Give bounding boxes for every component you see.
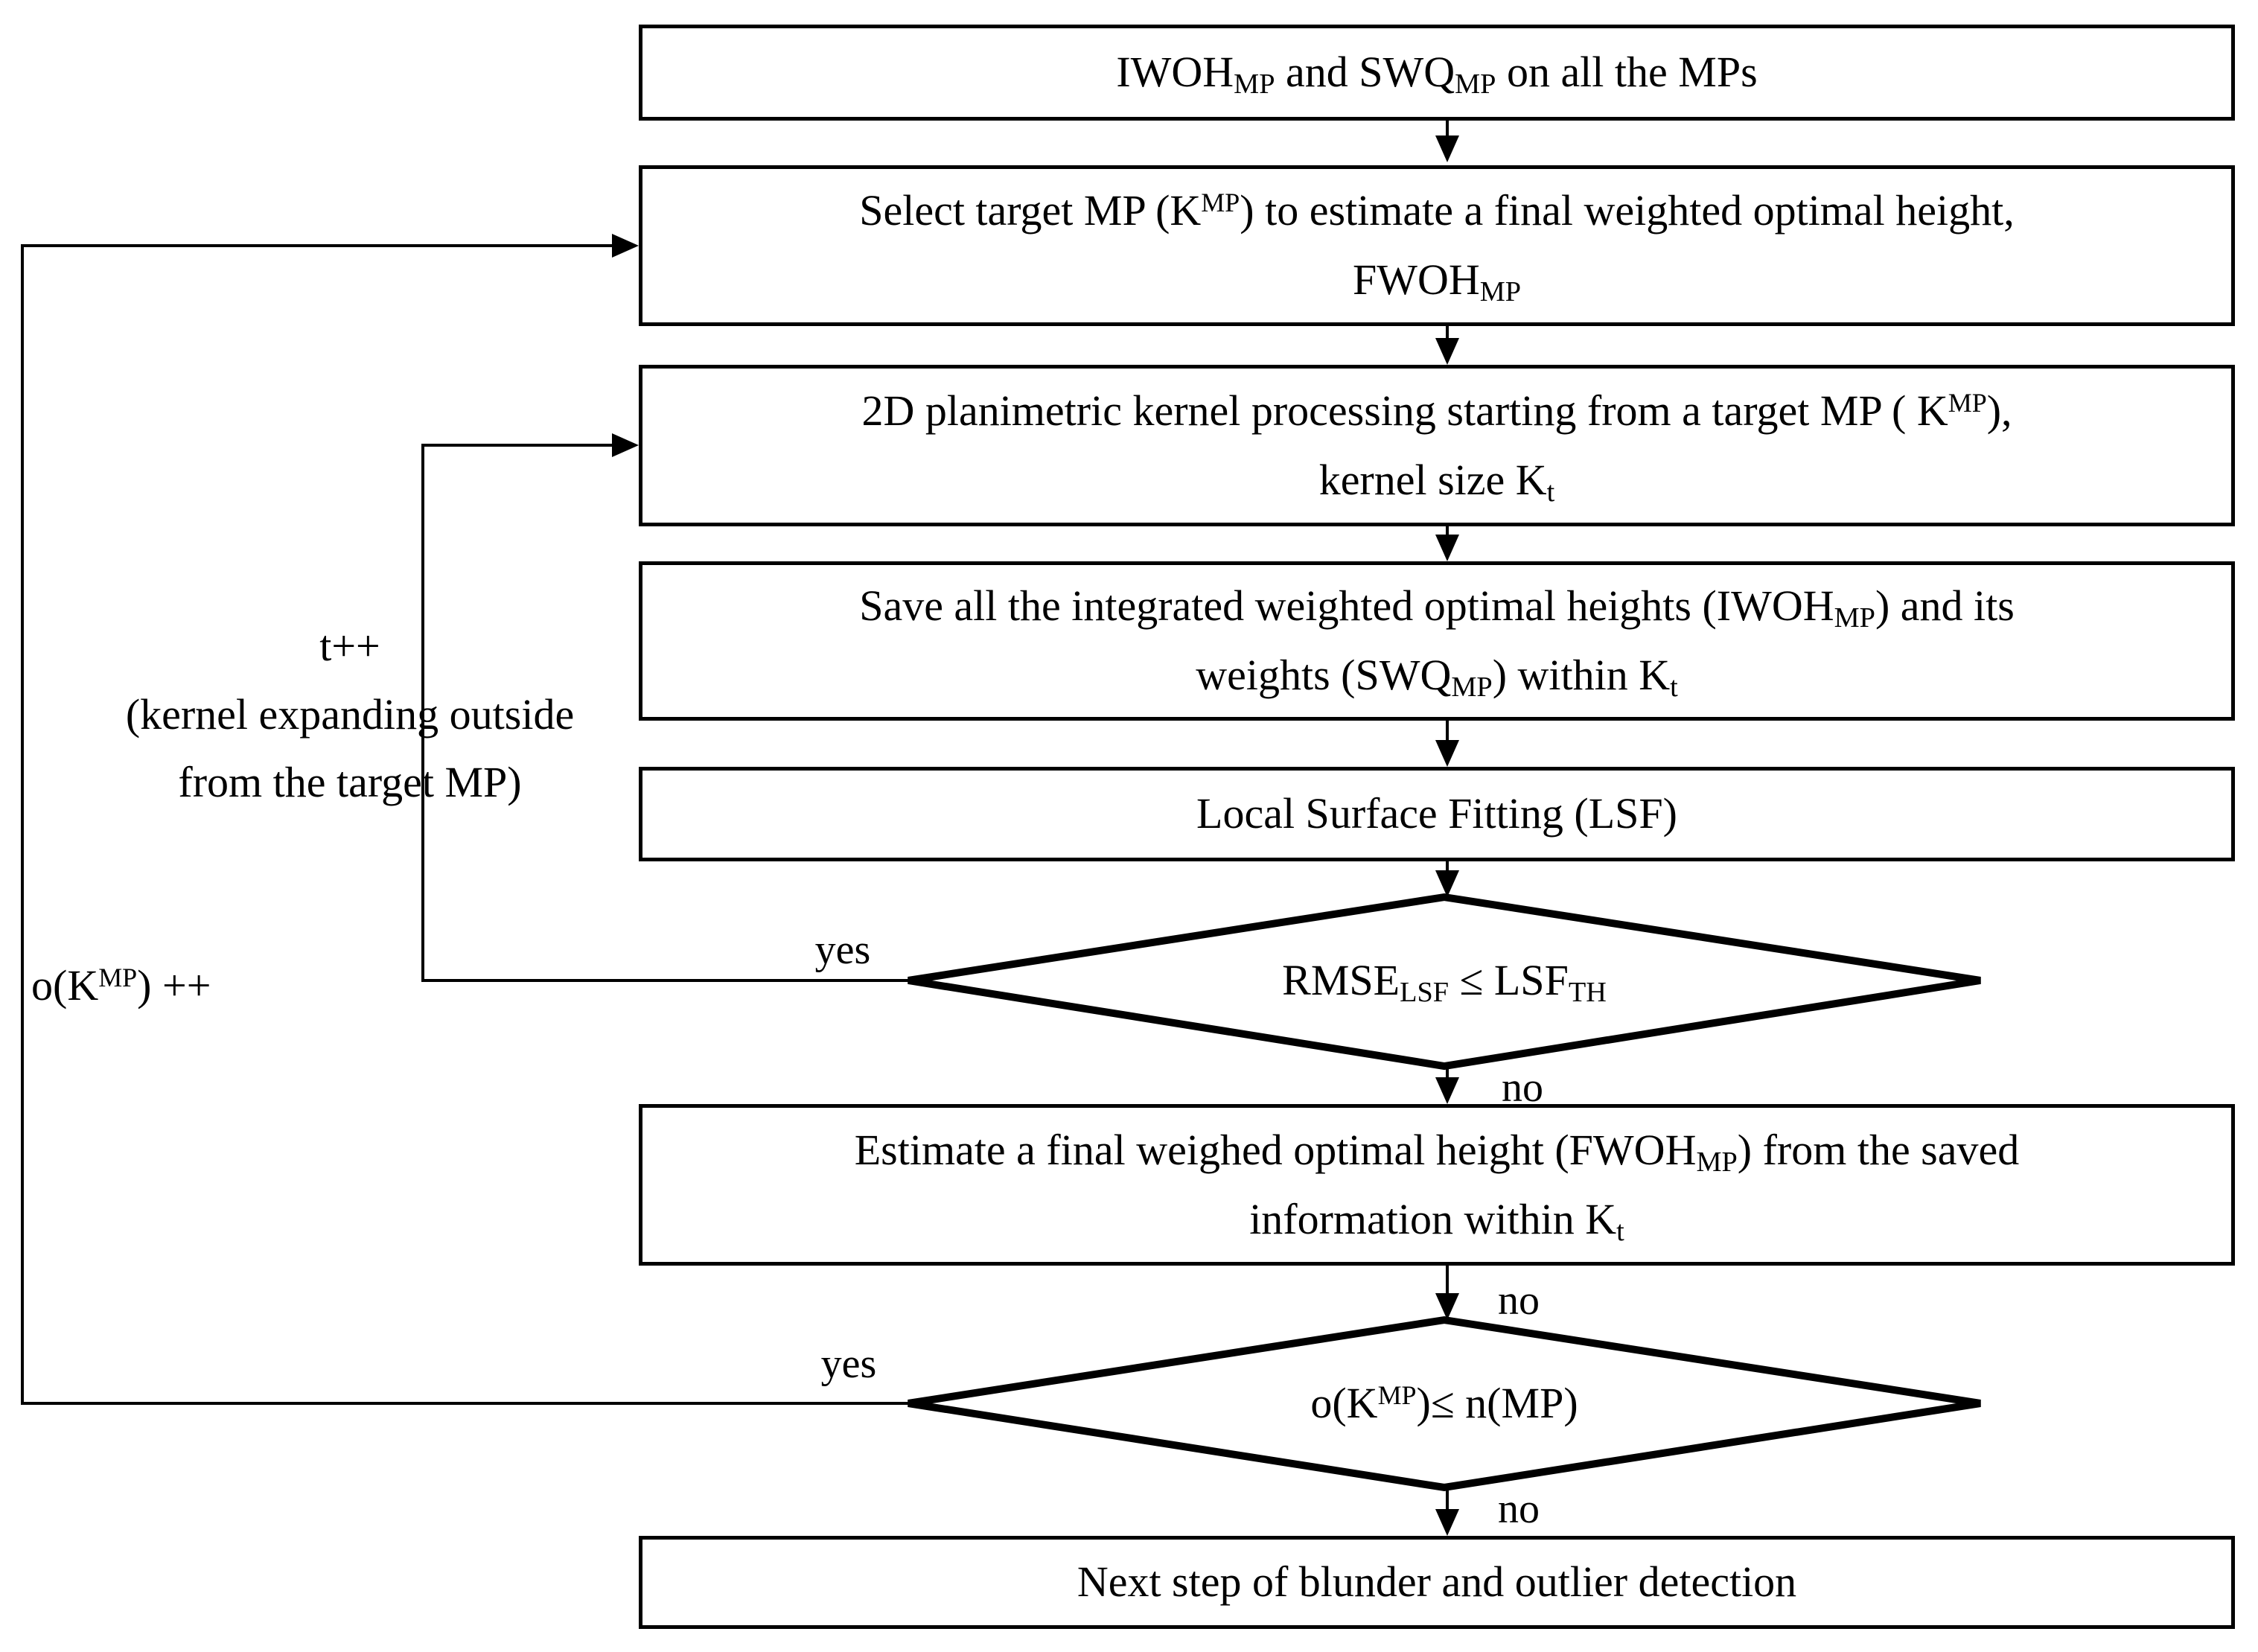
process-box-save-integrated-heights: Save all the integrated weighted optimal… [639,561,2235,721]
flow-arrow-diamond2-box7 [1435,1487,1459,1536]
process-box-next-step-blunder-outlier: Next step of blunder and outlier detecti… [639,1536,2235,1629]
annotation-mp-counter-loop: o(KMP) ++ [31,961,211,1010]
annotation-kernel-expand-loop: t++ (kernel expanding outside from the t… [125,622,575,807]
process-box-text: Select target MP (KMP) to estimate a fin… [859,186,2015,308]
decision-text: RMSELSF ≤ LSFTH [1282,956,1607,1009]
process-box-planimetric-kernel-processing: 2D planimetric kernel processing startin… [639,365,2235,526]
process-box-iwoh-swq-on-all-mps: IWOHMP and SWQMP on all the MPs [639,25,2235,121]
outer-loop-line [21,234,908,1405]
edge-label-diamond1-no: no [1502,1065,1543,1112]
decision-diamond-rmse-check [908,893,1981,1071]
decision-text: o(KMP)≤ n(MP) [1310,1379,1578,1428]
edge-label-diamond2-incoming-no: no [1498,1278,1540,1324]
process-box-text: Save all the integrated weighted optimal… [859,581,2015,704]
flow-arrow-box4-box5 [1435,721,1459,767]
inner-loop-line [421,433,908,982]
process-box-text: Estimate a final weighed optimal height … [854,1125,2020,1247]
process-box-text: Next step of blunder and outlier detecti… [1077,1557,1797,1607]
decision-text-rmse-check: RMSELSF ≤ LSFTH [1072,932,1817,1029]
flow-arrow-box1-box2 [1435,121,1459,162]
flow-arrow-box5-diamond1 [1435,861,1459,897]
decision-diamond-mp-counter-check [908,1315,1981,1492]
edge-label-diamond2-yes: yes [820,1341,877,1388]
process-box-text: Local Surface Fitting (LSF) [1196,789,1677,838]
flow-arrow-box6-diamond2 [1435,1266,1459,1320]
process-box-text: IWOHMP and SWQMP on all the MPs [1116,48,1758,101]
process-box-estimate-fwoh: Estimate a final weighed optimal height … [639,1104,2235,1266]
decision-text-mp-counter-check: o(KMP)≤ n(MP) [1072,1355,1817,1452]
process-box-local-surface-fitting: Local Surface Fitting (LSF) [639,767,2235,861]
process-box-select-target-mp: Select target MP (KMP) to estimate a fin… [639,165,2235,326]
flow-arrow-box3-box4 [1435,526,1459,561]
edge-label-diamond2-no: no [1498,1486,1540,1533]
process-box-text: 2D planimetric kernel processing startin… [861,386,2012,508]
flow-arrow-box2-box3 [1435,326,1459,365]
flow-arrow-diamond1-box6 [1435,1066,1459,1104]
edge-label-diamond1-yes: yes [814,927,871,974]
